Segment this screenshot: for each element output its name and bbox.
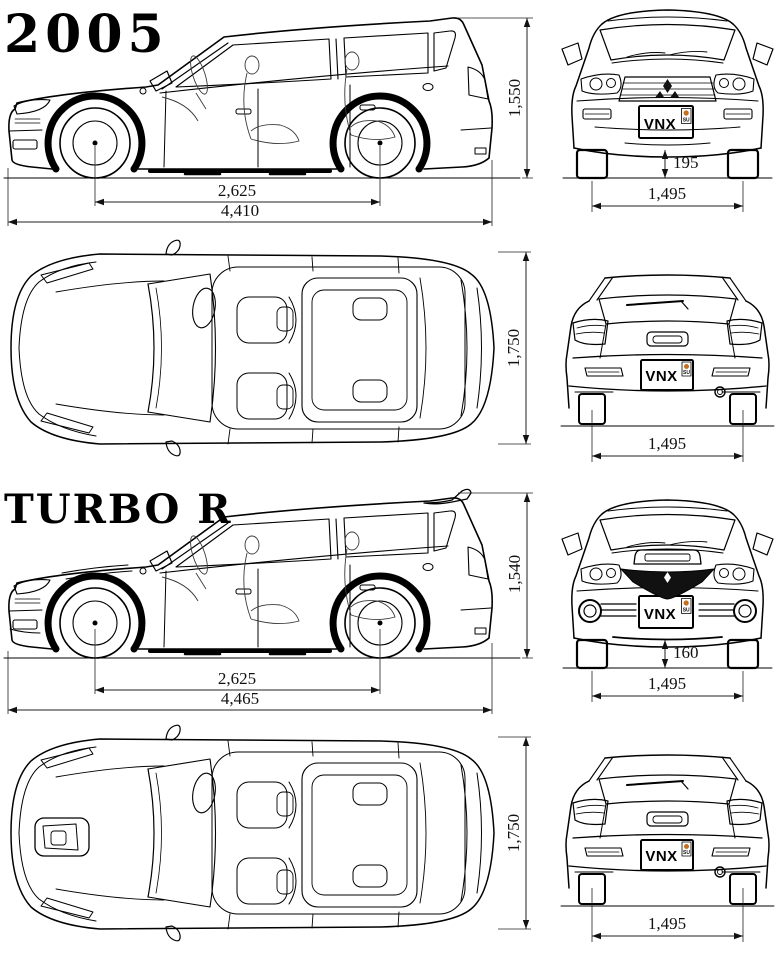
front-view-2005 [560, 8, 775, 180]
track-dim-2005-rear: 1,495 [648, 434, 686, 453]
dims-2005-front: 195 1,495 [591, 150, 744, 212]
rear-plate-text-2005: VNX [645, 368, 677, 385]
dims-2005-side: 1,550 2,625 4,410 [7, 17, 533, 226]
height-dim-turbo: 1,540 [505, 555, 524, 593]
front-plate-sub-2005: SU [683, 118, 690, 124]
dims-turbo-front: 160 1,495 [591, 640, 744, 702]
dims-2005-rear: 1,495 [591, 410, 744, 462]
clearance-dim-2005: 195 [673, 153, 699, 172]
dims-turbo-side: 1,540 2,625 4,465 [7, 492, 533, 714]
model-year-title: 2005 [4, 4, 169, 65]
length-dim-turbo: 4,465 [221, 689, 259, 708]
dims-turbo-rear: 1,495 [591, 888, 744, 942]
dims-turbo-top: 1,750 [498, 736, 531, 930]
wheelbase-dim-turbo: 2,625 [218, 669, 256, 688]
length-dim-2005: 4,410 [221, 201, 259, 220]
top-view-turbo [10, 724, 495, 942]
track-dim-turbo-rear: 1,495 [648, 914, 686, 933]
clearance-dim-turbo: 160 [673, 643, 699, 662]
top-view-turbo-scoop [34, 817, 90, 857]
height-dim-2005: 1,550 [505, 79, 524, 117]
rear-view-2005 [560, 274, 775, 427]
width-dim-2005: 1,750 [504, 329, 523, 367]
wheelbase-dim-2005: 2,625 [218, 181, 256, 200]
width-dim-turbo: 1,750 [504, 814, 523, 852]
rear-view-turbo [560, 754, 775, 907]
front-plate-text-turbo: VNX [644, 606, 676, 623]
rear-plate-text-turbo: VNX [645, 848, 677, 865]
dims-2005-top: 1,750 [498, 251, 531, 445]
rear-plate-sub-turbo: SU [683, 850, 690, 856]
front-view-turbo-grille [578, 549, 757, 641]
front-plate-sub-turbo: SU [683, 608, 690, 614]
rear-plate-sub-2005: SU [683, 370, 690, 376]
track-dim-turbo-front: 1,495 [648, 674, 686, 693]
top-view-2005 [10, 239, 495, 457]
track-dim-2005-front: 1,495 [648, 184, 686, 203]
variant-title: TURBO R [4, 486, 232, 533]
front-plate-text-2005: VNX [644, 116, 676, 133]
